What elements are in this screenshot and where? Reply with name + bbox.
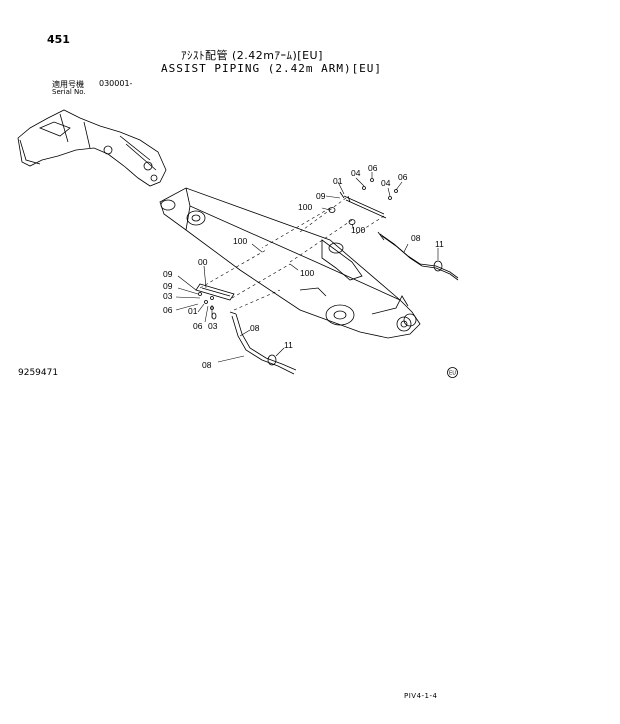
callout-label: 11	[435, 239, 444, 249]
serial-range: 030001-	[99, 79, 133, 88]
callout-label: 03	[163, 291, 173, 301]
serial-label-japanese: 適用号機	[52, 80, 84, 89]
callout-label: 09	[316, 191, 326, 201]
arm-body	[159, 187, 421, 339]
callout-label: 08	[411, 233, 421, 243]
callout-label: 100	[233, 236, 247, 246]
callout-label: 00	[198, 257, 208, 267]
callout-label: 11	[284, 340, 293, 350]
callout-label: 08	[202, 360, 212, 370]
figure-number: 9259471	[18, 368, 59, 378]
callout-label: 06	[368, 163, 378, 173]
callout-label: 09	[163, 269, 173, 279]
upper-clamp-assembly	[328, 178, 459, 281]
callout-label: 01	[333, 176, 343, 186]
leader-dashes	[199, 197, 385, 311]
callout-label: 08	[250, 323, 260, 333]
leader-lines	[175, 172, 439, 363]
machine-thumbnail	[17, 109, 167, 187]
callout-label: 04	[351, 168, 361, 178]
serial-label-english: Serial No.	[52, 88, 86, 96]
callout-label: 09	[163, 281, 173, 291]
callout-label: 01	[188, 306, 198, 316]
footer-page-code: PIV4-1-4	[404, 692, 438, 700]
title-japanese: ｱｼｽﾄ配管 (2.42mｱｰﾑ)[EU]	[181, 49, 323, 62]
svg-text:EU: EU	[449, 370, 456, 376]
callout-label: 03	[208, 321, 218, 331]
callout-label: 100	[298, 202, 312, 212]
callout-label: 06	[193, 321, 203, 331]
eu-mark-icon: EU	[447, 367, 458, 378]
callout-label: 100	[300, 268, 314, 278]
title-english: ASSIST PIPING (2.42m ARM)[EU]	[161, 62, 383, 75]
page-number: 451	[47, 33, 70, 46]
callout-label: 04	[381, 178, 391, 188]
callout-labels: 06 04 06 04 01 09 100 100 08 11 100 100 …	[163, 163, 444, 370]
callout-label: 06	[398, 172, 408, 182]
callout-label: 06	[163, 305, 173, 315]
callout-label: 100	[351, 225, 365, 235]
